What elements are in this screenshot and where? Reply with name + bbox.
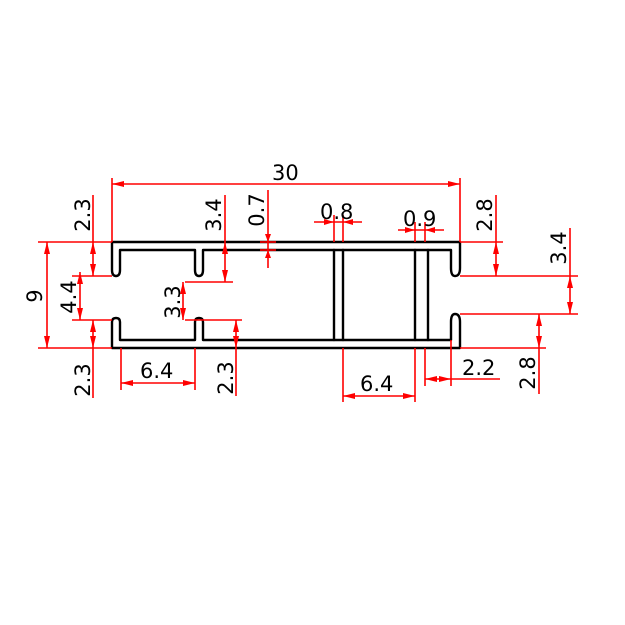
dim-overall-height: 9: [23, 289, 47, 302]
dim-inner-top-lip: 3.4: [202, 198, 226, 231]
profile-outline: [110, 240, 462, 350]
center-chamber: [341, 248, 417, 342]
outer-boundary: [110, 240, 462, 350]
dim-wall-thickness-top: 0.7: [245, 193, 269, 226]
dimensions: 30 9 2.3 4.4 2.3 6.4: [23, 161, 578, 402]
dim-web-thickness-center: 0.8: [320, 200, 353, 224]
dim-left-bottom-lip: 2.3: [71, 363, 95, 396]
dim-right-bottom-lip: 2.8: [516, 356, 540, 389]
dim-right-slot-opening: 3.4: [547, 231, 571, 264]
dim-right-cell-width: 2.2: [462, 356, 495, 380]
dim-left-top-lip: 2.3: [71, 198, 95, 231]
dim-center-chamber-width: 6.4: [360, 372, 393, 396]
dim-right-top-lip: 2.8: [473, 198, 497, 231]
dim-inner-slot-opening: 3.3: [161, 285, 185, 318]
dim-left-slot-opening: 4.4: [57, 280, 81, 313]
dim-left-channel-width: 6.4: [140, 359, 173, 383]
dim-web-thickness-right: 0.9: [403, 207, 436, 231]
dim-inner-bottom-lip: 2.3: [214, 361, 238, 394]
dim-overall-width: 30: [272, 161, 299, 185]
